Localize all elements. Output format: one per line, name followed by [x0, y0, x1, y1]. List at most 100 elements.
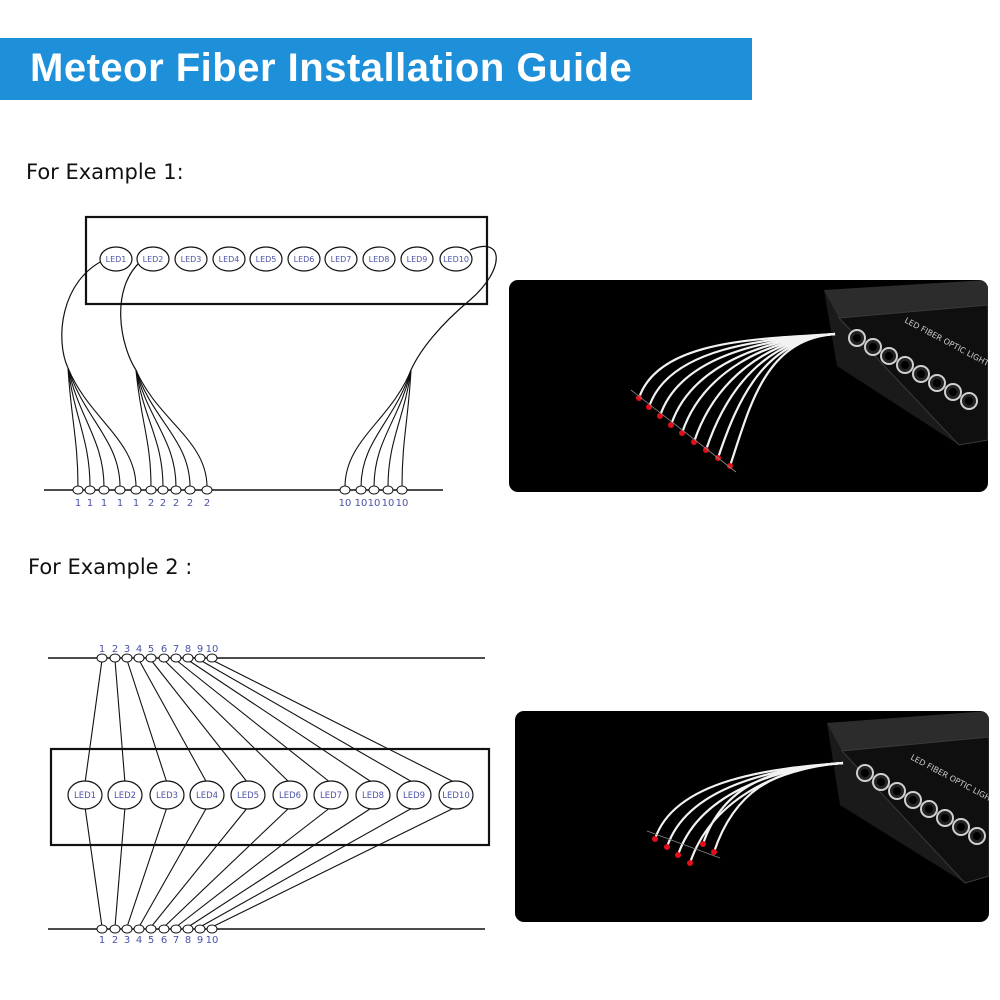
photo-1-illustration: LED FIBER OPTIC LIGHT: [630, 280, 988, 473]
fiber-end-number: 10: [206, 644, 219, 655]
fiber-line: [114, 659, 126, 784]
fiber-end-number: 1: [75, 498, 81, 509]
fiber-trunk: [410, 245, 497, 371]
fiber-line: [67, 367, 91, 488]
fiber-end-point: [158, 924, 170, 934]
fiber-line: [67, 367, 121, 488]
fiber-end-number: 6: [161, 935, 167, 946]
fiber-end-number: 10: [396, 498, 409, 509]
example-2-label: For Example 2 :: [28, 555, 193, 579]
port-hole: [901, 361, 909, 369]
fiber-end-number: 2: [148, 498, 154, 509]
led-port: [107, 780, 143, 810]
led-label: LED6: [294, 255, 315, 264]
fiber-line: [114, 806, 126, 928]
device-ports: [848, 329, 978, 410]
led-port: [396, 780, 432, 810]
fiber-line: [135, 369, 177, 488]
fiber-end-point: [206, 924, 218, 934]
led-label: LED8: [362, 791, 384, 801]
led-port: [99, 246, 133, 272]
fiber-end-number: 7: [173, 935, 179, 946]
product-photo-1: LED FIBER OPTIC LIGHT: [509, 280, 988, 492]
led-label: LED1: [106, 255, 127, 264]
photo-2-illustration: LED FIBER OPTIC LIGHT: [646, 711, 989, 884]
product-photo-2: LED FIBER OPTIC LIGHT: [515, 711, 989, 922]
fiber-line: [67, 367, 137, 488]
fiber-end-point: [194, 924, 206, 934]
fiber-line: [135, 369, 191, 488]
led-port: [174, 246, 208, 272]
fiber-end-point: [339, 485, 351, 495]
fiber-end-number: 4: [136, 644, 142, 655]
fiber-end-point: [121, 924, 133, 934]
fiber-tip: [691, 439, 697, 445]
port-hole: [925, 805, 933, 813]
fiber-end-number: 10: [382, 498, 395, 509]
fiber-line: [175, 806, 332, 928]
fiber-tip: [679, 430, 685, 436]
fiber-tip: [727, 463, 733, 469]
fiber-end-point: [206, 653, 218, 663]
fiber-end-number: 3: [124, 644, 130, 655]
led-port: [136, 246, 170, 272]
fiber-tip: [636, 395, 642, 401]
fiber-end-number: 10: [206, 935, 219, 946]
led-port: [438, 780, 474, 810]
led-label: LED10: [443, 255, 469, 264]
fiber-tip: [703, 447, 709, 453]
led-port: [212, 246, 246, 272]
fiber-end-point: [194, 653, 206, 663]
led-label: LED4: [196, 791, 218, 801]
fiber-end-number: 2: [173, 498, 179, 509]
led-port: [67, 780, 103, 810]
fiber-end-point: [130, 485, 142, 495]
fiber-line: [138, 659, 208, 784]
fiber-end-number: 10: [339, 498, 352, 509]
fiber-end-point: [98, 485, 110, 495]
led-label: LED5: [256, 255, 277, 264]
port-hole: [941, 814, 949, 822]
fiber-line: [84, 659, 103, 784]
led-port: [313, 780, 349, 810]
led-port: [249, 246, 283, 272]
fiber-end-point: [96, 924, 108, 934]
fiber-line: [67, 367, 79, 488]
fiber-strand: [712, 761, 844, 853]
led-label: LED9: [407, 255, 428, 264]
fiber-line: [150, 806, 249, 928]
fiber-end-number: 8: [185, 935, 191, 946]
fiber-end-point: [145, 653, 157, 663]
port-hole: [965, 397, 973, 405]
fiber-line: [126, 659, 168, 784]
fiber-end-point: [145, 485, 157, 495]
led-port: [324, 246, 358, 272]
port-hole: [949, 388, 957, 396]
port-hole: [869, 343, 877, 351]
title-banner: Meteor Fiber Installation Guide: [0, 38, 752, 100]
fiber-tip: [687, 860, 693, 866]
led-port: [149, 780, 185, 810]
fiber-line: [387, 369, 412, 488]
fiber-line: [344, 369, 412, 488]
led-label: LED1: [74, 791, 96, 801]
fiber-strand: [653, 761, 844, 840]
fiber-end-point: [396, 485, 408, 495]
fiber-line: [187, 806, 374, 928]
fiber-tip: [652, 836, 658, 842]
led-label: LED2: [114, 791, 136, 801]
fiber-end-point: [133, 653, 145, 663]
led-label: LED4: [219, 255, 240, 264]
fiber-line: [401, 369, 412, 488]
fiber-line: [135, 369, 152, 488]
fiber-end-number: 9: [197, 644, 203, 655]
fiber-end-number: 9: [197, 935, 203, 946]
led-port: [362, 246, 396, 272]
fiber-end-point: [133, 924, 145, 934]
fiber-end-number: 3: [124, 935, 130, 946]
fiber-end-number: 10: [368, 498, 381, 509]
led-port: [230, 780, 266, 810]
led-port: [287, 246, 321, 272]
fiber-end-point: [184, 485, 196, 495]
